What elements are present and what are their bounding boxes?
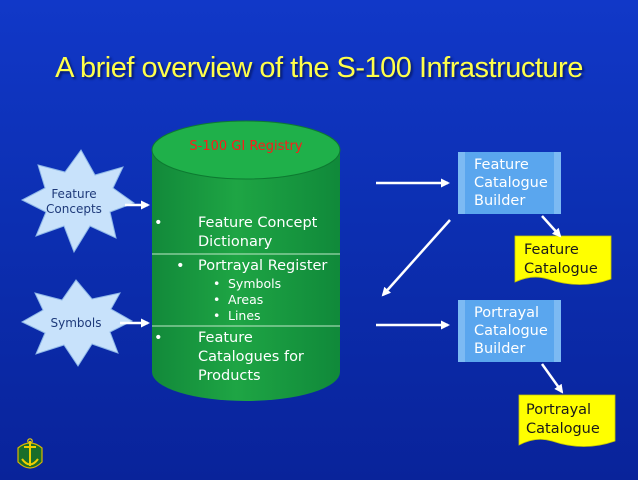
registry-section-label: Portrayal Register bbox=[176, 257, 336, 276]
portrayal-catalogue-note bbox=[518, 394, 616, 447]
registry-section-label: Feature Concept Dictionary bbox=[198, 214, 336, 252]
registry-section-portrayal-register: Portrayal Register Symbols Areas Lines bbox=[176, 257, 336, 324]
arrow-feature-builder-to-feature-catalogue bbox=[541, 215, 562, 238]
arrow-feature-builder-to-portrayal-register bbox=[381, 219, 451, 297]
portrayal-register-item-lines: Lines bbox=[213, 308, 336, 324]
symbols-starburst bbox=[20, 279, 134, 367]
feature-concepts-label: Feature Concepts bbox=[46, 187, 102, 216]
portrayal-register-item-areas: Areas bbox=[213, 292, 336, 308]
registry-section-feature-catalogues: Feature Catalogues for Products bbox=[176, 329, 326, 386]
feature-concepts-starburst bbox=[20, 149, 136, 254]
feature-catalogue-builder-label: Feature Catalogue Builder bbox=[474, 157, 548, 209]
slide-title: A brief overview of the S-100 Infrastruc… bbox=[55, 52, 583, 84]
portrayal-register-item-symbols: Symbols bbox=[213, 276, 336, 292]
registry-label: S-100 GI Registry bbox=[189, 139, 303, 154]
anchor-crest-icon bbox=[17, 438, 43, 469]
portrayal-catalogue-builder-box bbox=[458, 300, 561, 362]
arrow-portrayal-builder-to-portrayal-catalogue bbox=[540, 363, 564, 394]
registry-section-label: Feature Catalogues for Products bbox=[198, 329, 326, 386]
symbols-label: Symbols bbox=[50, 316, 102, 330]
portrayal-catalogue-builder-label: Portrayal Catalogue Builder bbox=[474, 305, 548, 357]
feature-catalogue-note bbox=[514, 235, 612, 285]
feature-catalogue-label: Feature Catalogue bbox=[524, 242, 598, 277]
portrayal-catalogue-label: Portrayal Catalogue bbox=[526, 402, 600, 437]
registry-section-feature-concept-dictionary: Feature Concept Dictionary bbox=[176, 214, 336, 252]
feature-catalogue-builder-box bbox=[458, 152, 561, 214]
